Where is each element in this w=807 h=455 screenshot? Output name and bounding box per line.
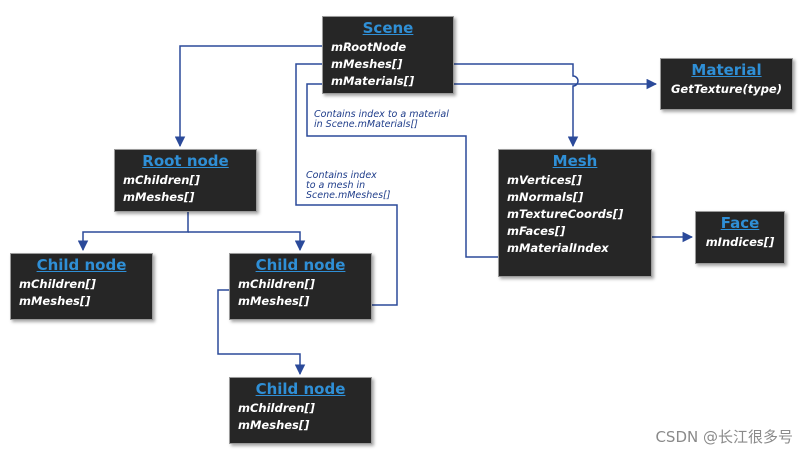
child-node-bottom-title: Child node bbox=[255, 380, 346, 398]
mesh-index-note: Contains index to a mesh in Scene.mMeshe… bbox=[306, 171, 390, 201]
mesh-index-note-line-1: Contains index bbox=[306, 170, 377, 181]
child-node-middle-title: Child node bbox=[255, 256, 346, 274]
scene-box: Scene mRootNode mMeshes[] mMaterials[] bbox=[322, 16, 454, 94]
mesh-index-note-line-3: Scene.mMeshes[] bbox=[306, 190, 391, 201]
scene-field-materials: mMaterials[] bbox=[331, 74, 415, 88]
scene-field-meshes: mMeshes[] bbox=[331, 57, 403, 71]
root-node-field-children: mChildren[] bbox=[123, 173, 200, 187]
root-node-field-meshes: mMeshes[] bbox=[123, 190, 195, 204]
rootnode-connector bbox=[174, 45, 343, 148]
meshes-connector bbox=[432, 63, 579, 148]
material-field-gettexture: GetTexture(type) bbox=[670, 82, 782, 96]
mesh-field-normals: mNormals[] bbox=[507, 190, 584, 204]
mesh-index-connector bbox=[295, 58, 398, 306]
child-node-middle-box: Child node mChildren[] mMeshes[] bbox=[229, 253, 372, 320]
mesh-box: Mesh mVertices[] mNormals[] mTextureCoor… bbox=[498, 149, 652, 277]
mesh-field-faces: mFaces[] bbox=[507, 224, 566, 238]
scene-title: Scene bbox=[362, 19, 414, 37]
mesh-field-vertices: mVertices[] bbox=[507, 173, 582, 187]
child-node-bottom-box: Child node mChildren[] mMeshes[] bbox=[229, 377, 372, 444]
mesh-index-note-line-2: to a mesh in bbox=[306, 180, 366, 191]
root-node-title: Root node bbox=[142, 152, 229, 170]
scene-field-rootnode: mRootNode bbox=[331, 40, 407, 54]
root-node-box: Root node mChildren[] mMeshes[] bbox=[114, 149, 257, 212]
material-index-connector bbox=[306, 78, 520, 258]
mesh-field-materialindex: mMaterialIndex bbox=[507, 241, 609, 255]
child-node-middle-field-meshes: mMeshes[] bbox=[238, 294, 310, 308]
child-node-middle-field-children: mChildren[] bbox=[238, 277, 315, 291]
face-box: Face mIndices[] bbox=[695, 211, 785, 264]
material-title: Material bbox=[691, 61, 762, 79]
child-node-bottom-field-children: mChildren[] bbox=[238, 401, 315, 415]
child-node-left-field-meshes: mMeshes[] bbox=[19, 294, 91, 308]
material-index-note-line-2: in Scene.mMaterials[] bbox=[314, 119, 418, 130]
watermark: CSDN @长江很多号 bbox=[655, 428, 793, 446]
child-node-left-field-children: mChildren[] bbox=[19, 277, 96, 291]
face-title: Face bbox=[720, 214, 760, 232]
material-box: Material GetTexture(type) bbox=[660, 58, 793, 110]
child-node-left-box: Child node mChildren[] mMeshes[] bbox=[10, 253, 153, 320]
mesh-title: Mesh bbox=[552, 152, 598, 170]
face-field-indices: mIndices[] bbox=[705, 235, 775, 249]
material-index-note-line-1: Contains index to a material bbox=[314, 109, 449, 120]
child-node-bottom-field-meshes: mMeshes[] bbox=[238, 418, 310, 432]
root-children-connector bbox=[77, 212, 189, 252]
mesh-field-texturecoords: mTextureCoords[] bbox=[507, 207, 624, 221]
child-node-left-title: Child node bbox=[36, 256, 127, 274]
material-index-note: Contains index to a material in Scene.mM… bbox=[314, 110, 449, 130]
